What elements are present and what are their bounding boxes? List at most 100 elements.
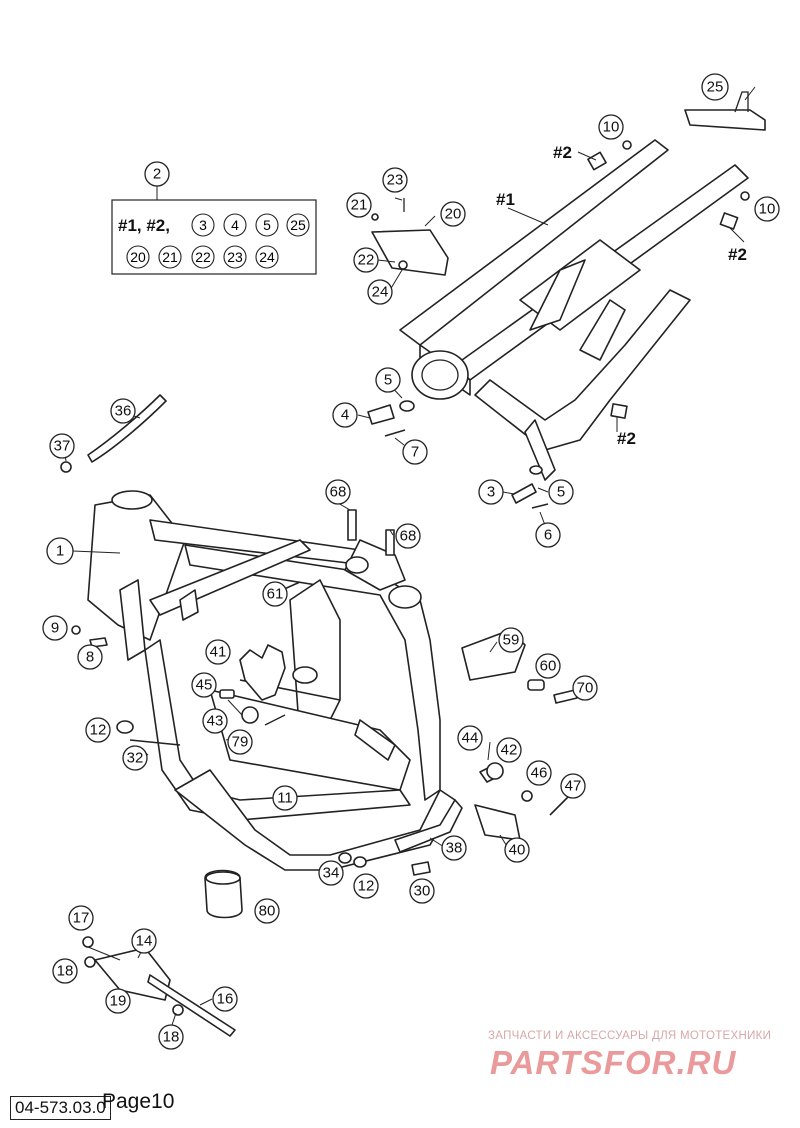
loose-parts-drawing (60, 198, 578, 1037)
svg-text:3: 3 (199, 217, 207, 233)
svg-text:80: 80 (259, 903, 276, 920)
callout: 14 (131, 928, 157, 954)
svg-text:10: 10 (603, 119, 620, 136)
assembly-label: #2 (728, 245, 747, 264)
svg-text:40: 40 (509, 842, 526, 859)
callout: 17 (68, 905, 94, 931)
main-frame-drawing (87, 490, 456, 871)
assembly-label: #1 (496, 190, 515, 209)
callout: 24 (367, 279, 393, 305)
svg-text:23: 23 (387, 172, 404, 189)
assembly-label: #2 (617, 429, 636, 448)
callout: 43 (202, 708, 228, 734)
callout: 5 (375, 367, 401, 393)
svg-text:61: 61 (267, 586, 284, 603)
callout: 38 (441, 835, 467, 861)
callout: 7 (402, 439, 428, 465)
svg-text:21: 21 (162, 249, 178, 265)
svg-text:18: 18 (163, 1029, 180, 1046)
svg-text:16: 16 (217, 991, 234, 1008)
callout: 45 (191, 672, 217, 698)
svg-text:47: 47 (565, 778, 582, 795)
kit-item: 25 (286, 213, 310, 237)
svg-text:24: 24 (372, 284, 389, 301)
callout: 68 (325, 479, 351, 505)
svg-text:5: 5 (557, 484, 565, 501)
svg-text:19: 19 (110, 993, 127, 1010)
callout: 11 (272, 785, 298, 811)
svg-text:45: 45 (196, 677, 213, 694)
callout: 19 (105, 988, 131, 1014)
subframe-drawing (367, 91, 766, 509)
callout: 30 (409, 878, 435, 904)
callout: 68 (395, 523, 421, 549)
callout: 61 (262, 581, 288, 607)
callout: 41 (205, 639, 231, 665)
callout: 47 (560, 773, 586, 799)
callout: 42 (496, 737, 522, 763)
svg-text:4: 4 (341, 407, 349, 424)
callout: 4 (332, 402, 358, 428)
callout: 60 (535, 653, 561, 679)
svg-text:44: 44 (462, 730, 479, 747)
svg-text:11: 11 (277, 790, 293, 807)
svg-text:36: 36 (115, 403, 132, 420)
callout: 59 (498, 627, 524, 653)
callout: 18 (158, 1024, 184, 1050)
callout: 12 (353, 873, 379, 899)
callout: 23 (382, 167, 408, 193)
callout: 2 (144, 161, 170, 187)
callout: 36 (110, 398, 136, 424)
svg-text:5: 5 (263, 217, 271, 233)
callout: 1 (46, 537, 74, 565)
svg-text:25: 25 (290, 217, 306, 233)
callout: 5 (548, 479, 574, 505)
kit-box-assemblies: #1, #2, (118, 216, 170, 235)
kit-item: 5 (255, 213, 279, 237)
svg-text:6: 6 (544, 527, 552, 544)
svg-text:46: 46 (531, 765, 548, 782)
svg-text:22: 22 (195, 249, 211, 265)
kit-item: 22 (191, 245, 215, 269)
callout: 44 (457, 725, 483, 751)
svg-text:68: 68 (400, 528, 417, 545)
svg-text:59: 59 (503, 632, 520, 649)
svg-text:43: 43 (207, 713, 224, 730)
callout: 3 (478, 479, 504, 505)
callout: 21 (346, 192, 372, 218)
callout: 80 (254, 898, 280, 924)
svg-text:20: 20 (130, 249, 146, 265)
svg-text:7: 7 (411, 444, 419, 461)
callout: 9 (42, 615, 68, 641)
callout: 16 (212, 986, 238, 1012)
callout: 18 (52, 958, 78, 984)
callout: 70 (572, 675, 598, 701)
kit-item: 21 (158, 245, 182, 269)
callout: 6 (535, 522, 561, 548)
svg-text:30: 30 (414, 883, 431, 900)
svg-text:10: 10 (759, 201, 776, 218)
svg-text:60: 60 (540, 658, 557, 675)
svg-text:12: 12 (90, 722, 107, 739)
callout: 34 (318, 860, 344, 886)
callout: 46 (526, 760, 552, 786)
kit-item: 24 (255, 245, 279, 269)
svg-text:14: 14 (136, 933, 153, 950)
svg-text:79: 79 (232, 734, 249, 751)
svg-text:34: 34 (323, 865, 340, 882)
page-label: Page10 (102, 1090, 175, 1113)
watermark-caption: ЗАПЧАСТИ И АКСЕССУАРЫ ДЛЯ МОТОТЕХНИКИ (488, 1030, 772, 1042)
callout: 20 (440, 201, 466, 227)
svg-text:22: 22 (358, 252, 375, 269)
kit-item: 4 (223, 213, 247, 237)
svg-text:37: 37 (54, 438, 71, 455)
svg-text:41: 41 (210, 644, 227, 661)
svg-text:70: 70 (577, 680, 594, 697)
svg-text:2: 2 (153, 166, 161, 183)
document-number: 04-573.03.0 (10, 1096, 111, 1120)
kit-item: 3 (191, 213, 215, 237)
svg-text:25: 25 (707, 79, 724, 96)
kit-item: 20 (126, 245, 150, 269)
svg-text:18: 18 (57, 963, 74, 980)
svg-text:1: 1 (56, 543, 64, 560)
